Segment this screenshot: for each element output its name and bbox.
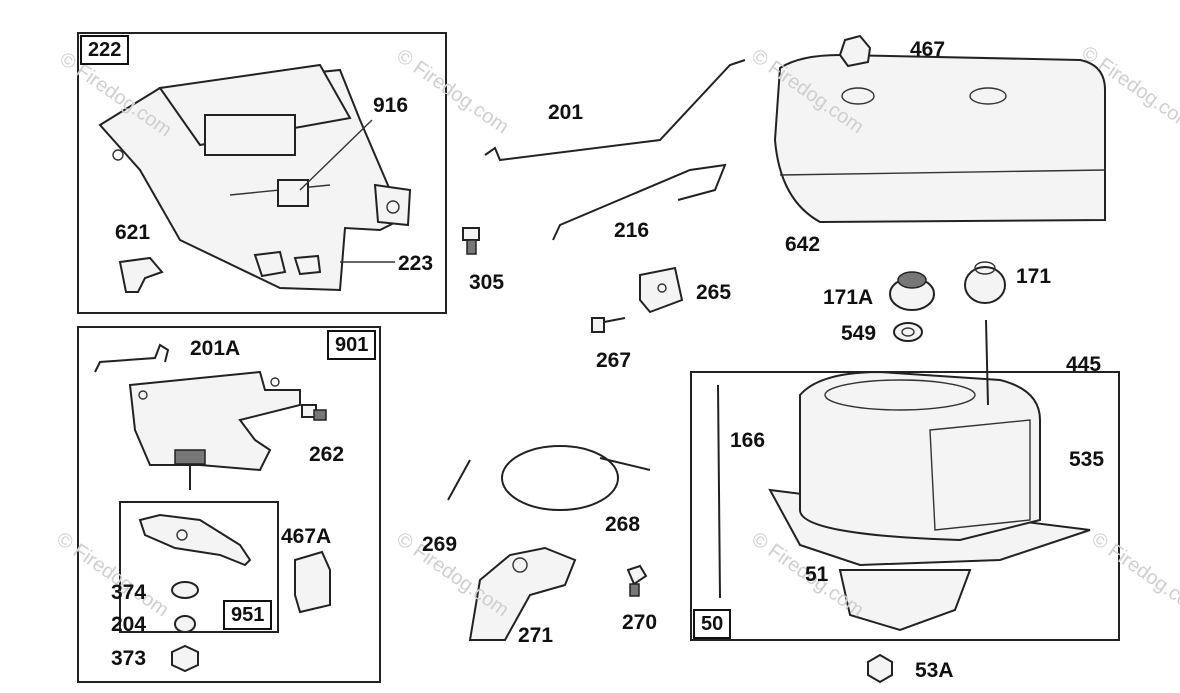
part-label-223: 223	[398, 252, 434, 275]
nut-373	[171, 644, 199, 673]
knob-467	[838, 34, 872, 68]
group-box-50	[690, 371, 1120, 641]
group-box-222	[77, 32, 447, 314]
washer-374	[171, 581, 199, 599]
part-label-262: 262	[309, 443, 345, 466]
part-label-216: 216	[614, 219, 650, 242]
part-label-201A: 201A	[190, 337, 241, 360]
cable-268	[447, 445, 651, 511]
link-201A	[94, 343, 170, 373]
group-label-50: 50	[693, 609, 732, 639]
part-label-269: 269	[422, 533, 458, 556]
part-label-271: 271	[518, 624, 554, 647]
part-label-916: 916	[373, 94, 409, 117]
part-label-204: 204	[111, 613, 147, 636]
washer-204	[174, 615, 196, 633]
group-label-901: 901	[327, 330, 377, 360]
part-label-171: 171	[1016, 265, 1052, 288]
part-label-166: 166	[730, 429, 766, 452]
part-label-467A: 467A	[281, 525, 332, 548]
part-label-265: 265	[696, 281, 732, 304]
clamp-265	[639, 266, 684, 314]
governor-link-201	[484, 59, 746, 162]
group-box-951	[119, 501, 279, 633]
air-cleaner-cover-642	[773, 53, 1106, 224]
plate-951	[138, 513, 252, 567]
part-label-549: 549	[841, 322, 877, 345]
part-label-373: 373	[111, 647, 147, 670]
part-label-270: 270	[622, 611, 658, 634]
nut-53A	[867, 653, 893, 684]
clip-621	[118, 256, 164, 293]
group-label-222: 222	[80, 35, 130, 65]
screw-270	[626, 564, 648, 597]
group-box-901	[77, 326, 381, 683]
choke-link-216	[552, 163, 727, 241]
part-label-51: 51	[805, 563, 829, 586]
washer-549	[893, 322, 923, 342]
part-label-267: 267	[596, 349, 632, 372]
part-label-171A: 171A	[823, 286, 874, 309]
screw-262	[301, 404, 327, 421]
control-bracket-222	[98, 63, 412, 292]
part-label-305: 305	[469, 271, 505, 294]
part-label-53A: 53A	[915, 659, 954, 682]
part-label-467: 467	[910, 38, 946, 61]
nut-171A	[889, 271, 935, 311]
switch-916	[277, 119, 373, 207]
group-label-951: 951	[223, 600, 273, 630]
part-label-445: 445	[1066, 353, 1102, 376]
part-label-535: 535	[1069, 448, 1105, 471]
part-label-268: 268	[605, 513, 641, 536]
part-label-621: 621	[115, 221, 151, 244]
cartridge-445	[824, 319, 989, 411]
cover-467A	[294, 550, 331, 614]
part-label-642: 642	[785, 233, 821, 256]
screw-305	[462, 227, 480, 255]
rod-166	[717, 384, 721, 599]
screw-267	[591, 317, 626, 333]
governor-bracket-901	[128, 370, 301, 490]
foam-element-535	[799, 370, 1041, 542]
part-label-201: 201	[548, 101, 584, 124]
part-label-374: 374	[111, 581, 147, 604]
bracket-271	[468, 546, 577, 641]
grommet-171	[964, 261, 1006, 304]
